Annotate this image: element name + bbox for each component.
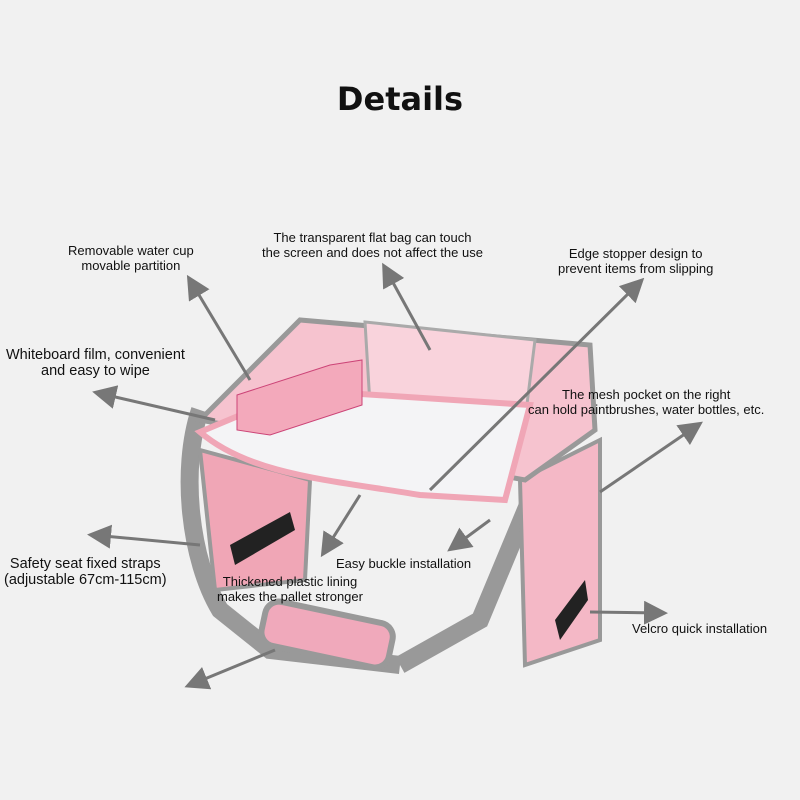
label-line: movable partition (81, 258, 181, 273)
label-line: The mesh pocket on the right (561, 387, 731, 402)
label-line: Whiteboard film, convenient (6, 347, 185, 363)
label-line: Removable water cup (68, 243, 194, 258)
arrows (87, 262, 703, 690)
cup-partition (236, 359, 363, 436)
label-line: and easy to wipe (41, 363, 150, 379)
strap (180, 407, 402, 674)
label-line: The transparent flat bag can touch (273, 230, 472, 245)
label-line: prevent items from slipping (558, 261, 714, 276)
label-velcro: Velcro quick installation (632, 621, 768, 636)
label-line: makes the pallet stronger (217, 589, 363, 604)
shoulder-pad (258, 598, 396, 671)
label-line: can hold paintbrushes, water bottles, et… (528, 402, 765, 417)
label-buckle: Easy buckle installation (336, 556, 472, 571)
label-line: Thickened plastic lining (222, 574, 358, 589)
label-line: Safety seat fixed straps (9, 556, 161, 572)
label-line: (adjustable 67cm-115cm) (4, 572, 167, 588)
label-line: the screen and does not affect the use (262, 245, 483, 260)
label-straps: Safety seat fixed straps(adjustable 67cm… (4, 556, 167, 588)
page-title: Details (336, 80, 464, 118)
label-line: Edge stopper design to (568, 246, 703, 261)
